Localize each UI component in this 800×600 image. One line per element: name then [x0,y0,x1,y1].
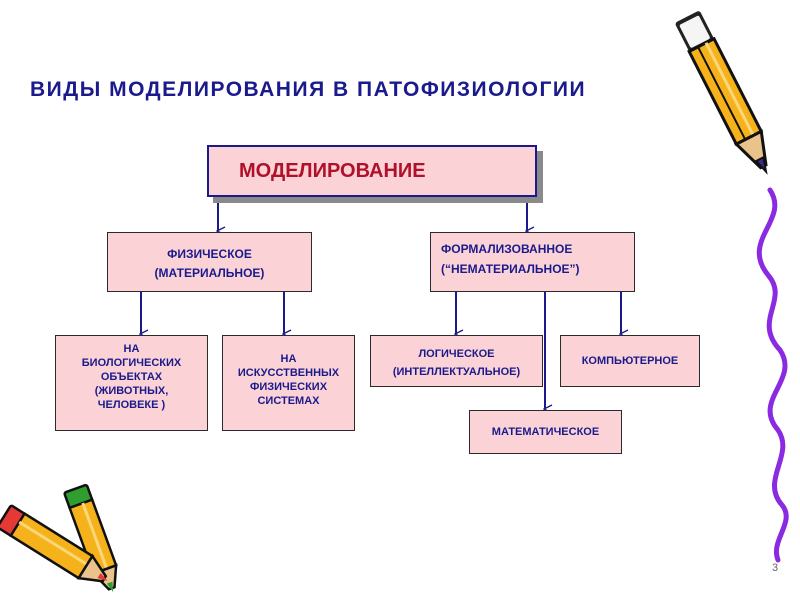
node-physical-line1: ФИЗИЧЕСКОЕ [167,247,252,261]
node-computer-label: КОМПЬЮТЕРНОЕ [581,355,679,367]
node-biological-line5: ЧЕЛОВЕКЕ ) [97,399,166,411]
node-mathematical-label: МАТЕМАТИЧЕСКОЕ [491,426,600,438]
node-formalized: ФОРМАЛИЗОВАННОЕ (“НЕМАТЕРИАЛЬНОЕ”) [430,232,635,292]
node-physical-line2: (МАТЕРИАЛЬНОЕ) [154,266,265,280]
node-artificial-line1: НА [280,353,297,365]
node-biological-line3: ОБЪЕКТАХ [100,371,163,383]
node-biological-line2: БИОЛОГИЧЕСКИХ [81,357,182,369]
node-artificial: НА ИСКУССТВЕННЫХ ФИЗИЧЕСКИХ СИСТЕМАХ [222,335,355,431]
node-formalized-line1: ФОРМАЛИЗОВАННОЕ [441,242,573,256]
node-artificial-line2: ИСКУССТВЕННЫХ [237,367,340,379]
slide-title: ВИДЫ МОДЕЛИРОВАНИЯ В ПАТОФИЗИОЛОГИИ [30,78,587,101]
node-artificial-line4: СИСТЕМАХ [257,395,320,407]
page-number: 3 [772,562,779,574]
node-mathematical: МАТЕМАТИЧЕСКОЕ [469,410,622,454]
root-node-label: МОДЕЛИРОВАНИЕ [239,160,426,182]
root-node-modeling: МОДЕЛИРОВАНИЕ [207,145,537,197]
node-artificial-line3: ФИЗИЧЕСКИХ [249,381,328,393]
node-physical: ФИЗИЧЕСКОЕ (МАТЕРИАЛЬНОЕ) [107,232,312,292]
node-logical-line1: ЛОГИЧЕСКОЕ [418,348,495,360]
node-biological: НА БИОЛОГИЧЕСКИХ ОБЪЕКТАХ (ЖИВОТНЫХ, ЧЕЛ… [55,335,208,431]
node-biological-line4: (ЖИВОТНЫХ, [94,385,169,397]
node-formalized-line2: (“НЕМАТЕРИАЛЬНОЕ”) [441,262,580,276]
node-computer: КОМПЬЮТЕРНОЕ [560,335,700,387]
node-logical: ЛОГИЧЕСКОЕ (ИНТЕЛЛЕКТУАЛЬНОЕ) [370,335,543,387]
node-biological-line1: НА [123,343,140,355]
node-logical-line2: (ИНТЕЛЛЕКТУАЛЬНОЕ) [392,366,521,378]
